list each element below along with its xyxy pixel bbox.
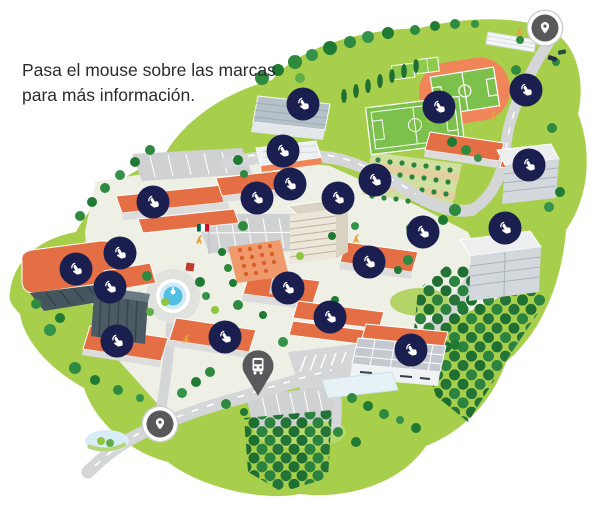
hover-marker[interactable] <box>100 324 134 358</box>
hover-marker[interactable] <box>512 148 546 182</box>
tap-icon <box>105 280 116 293</box>
people-figures <box>183 27 522 343</box>
tap-icon <box>71 262 82 275</box>
tap-icon <box>252 191 263 204</box>
instruction-line-2: para más información. <box>22 84 196 105</box>
bus-icon <box>242 350 274 396</box>
hover-marker[interactable] <box>93 270 127 304</box>
pond <box>85 430 129 452</box>
location-pin-icon <box>540 22 550 34</box>
hover-marker[interactable] <box>240 181 274 215</box>
tap-icon <box>283 281 294 294</box>
hover-marker[interactable] <box>321 181 355 215</box>
hover-marker[interactable] <box>488 211 522 245</box>
location-pin-icon <box>155 418 165 430</box>
hover-marker[interactable] <box>59 252 93 286</box>
tap-icon <box>406 343 417 356</box>
tap-icon <box>521 83 532 96</box>
tap-icon <box>115 246 126 259</box>
entrance-pin-marker[interactable] <box>531 14 559 42</box>
hover-marker[interactable] <box>394 333 428 367</box>
hover-marker[interactable] <box>422 90 456 124</box>
tap-icon <box>285 177 296 190</box>
hover-marker[interactable] <box>313 300 347 334</box>
instruction-line-1: Pasa el mouse sobre las marcas <box>22 60 276 80</box>
tap-icon <box>500 221 511 234</box>
hover-marker[interactable] <box>271 271 305 305</box>
hover-marker[interactable] <box>273 167 307 201</box>
hover-marker[interactable] <box>266 134 300 168</box>
hover-marker[interactable] <box>208 320 242 354</box>
tap-icon <box>418 225 429 238</box>
trees <box>31 19 565 447</box>
tap-icon <box>370 173 381 186</box>
entrance-pin-marker[interactable] <box>146 410 174 438</box>
tap-icon <box>524 158 535 171</box>
hover-marker[interactable] <box>358 163 392 197</box>
esplanade-garden <box>185 240 289 283</box>
hover-marker[interactable] <box>509 73 543 107</box>
tap-icon <box>148 195 159 208</box>
tap-icon <box>220 330 231 343</box>
hover-marker[interactable] <box>103 236 137 270</box>
tap-icon <box>434 100 445 113</box>
tap-icon <box>112 334 123 347</box>
hover-marker[interactable] <box>286 87 320 121</box>
hover-marker[interactable] <box>406 215 440 249</box>
mexican-flag <box>197 223 210 254</box>
hover-marker[interactable] <box>136 185 170 219</box>
tap-icon <box>325 310 336 323</box>
hover-marker[interactable] <box>352 245 386 279</box>
bus-stop-marker[interactable] <box>239 350 277 405</box>
cars <box>547 49 567 62</box>
tap-icon <box>364 255 375 268</box>
tap-icon <box>278 144 289 157</box>
tap-icon <box>333 191 344 204</box>
tap-icon <box>298 97 309 110</box>
instruction-text: Pasa el mouse sobre las marcas para más … <box>22 58 312 108</box>
